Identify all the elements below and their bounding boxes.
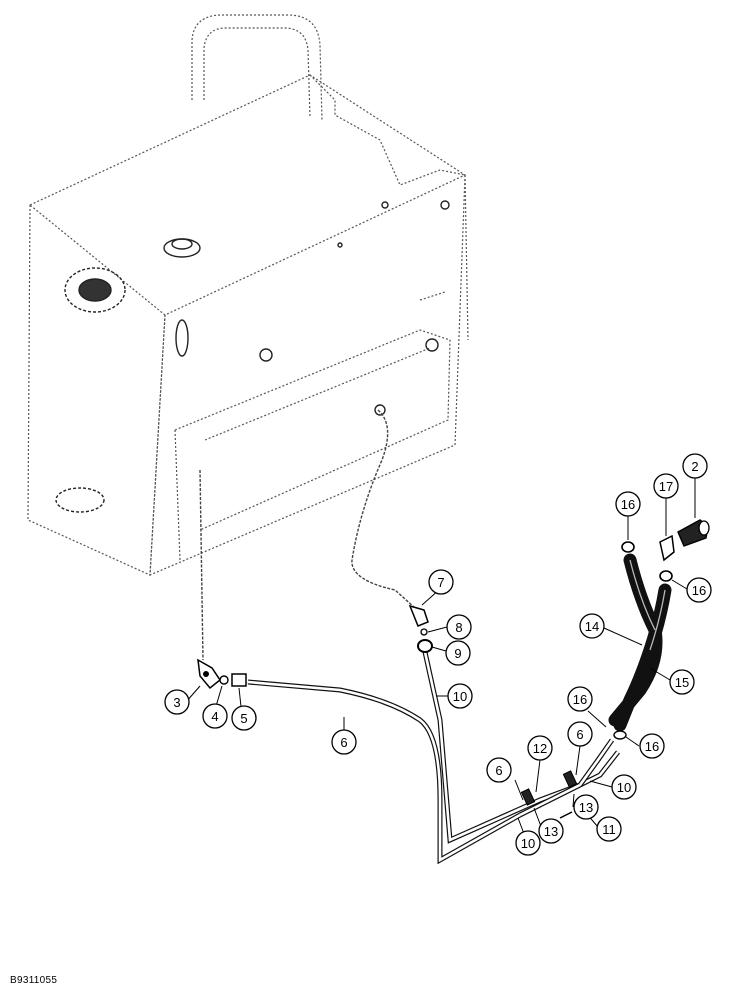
callout-5: 5 <box>231 705 257 731</box>
callout-10: 10 <box>611 774 637 800</box>
callout-10: 10 <box>447 683 473 709</box>
fitting-4 <box>219 675 229 685</box>
callout-label: 13 <box>544 824 558 839</box>
callout-label: 10 <box>453 689 467 704</box>
return-line <box>351 409 416 609</box>
callout-label: 16 <box>692 583 706 598</box>
callout-8: 8 <box>446 614 472 640</box>
callout-16: 16 <box>567 686 593 712</box>
callout-label: 14 <box>585 619 599 634</box>
filler-cap <box>55 200 450 513</box>
nut-9 <box>417 639 433 653</box>
callout-label: 6 <box>495 763 502 778</box>
callout-15: 15 <box>669 669 695 695</box>
fitting-5 <box>231 673 247 687</box>
callout-label: 6 <box>576 727 583 742</box>
fitting-3 <box>197 658 222 690</box>
drain-line <box>199 469 204 661</box>
fitting-16-right <box>659 570 673 582</box>
washer-8 <box>420 628 428 636</box>
callout-label: 4 <box>211 709 218 724</box>
callout-14: 14 <box>579 613 605 639</box>
callout-label: 6 <box>340 735 347 750</box>
callout-label: 13 <box>579 800 593 815</box>
callout-13: 13 <box>573 794 599 820</box>
callout-label: 2 <box>691 459 698 474</box>
callout-label: 3 <box>173 695 180 710</box>
callout-label: 11 <box>602 822 616 837</box>
callout-label: 17 <box>659 479 673 494</box>
callout-6: 6 <box>486 757 512 783</box>
callout-label: 12 <box>533 741 547 756</box>
figure-id: B9311055 <box>10 975 58 986</box>
fitting-16-lower <box>613 730 627 740</box>
callout-12: 12 <box>527 735 553 761</box>
tube-6-left <box>247 679 522 865</box>
engine-block <box>27 14 469 576</box>
callout-10: 10 <box>515 830 541 856</box>
callout-7: 7 <box>428 569 454 595</box>
clamp <box>520 770 578 806</box>
callout-17: 17 <box>653 473 679 499</box>
callout-label: 5 <box>240 711 247 726</box>
callout-2: 2 <box>682 453 708 479</box>
fitting-16-top <box>621 541 635 553</box>
callout-16: 16 <box>615 491 641 517</box>
callout-11: 11 <box>596 816 622 842</box>
callout-6: 6 <box>331 729 357 755</box>
callout-6: 6 <box>567 721 593 747</box>
callout-label: 10 <box>617 780 631 795</box>
elbow-17 <box>659 534 675 562</box>
callout-13: 13 <box>538 818 564 844</box>
callout-label: 10 <box>521 836 535 851</box>
callout-label: 16 <box>573 692 587 707</box>
leader-lines <box>185 478 696 840</box>
callout-label: 8 <box>455 620 462 635</box>
callout-16: 16 <box>639 733 665 759</box>
callout-label: 16 <box>645 739 659 754</box>
callout-label: 15 <box>675 675 689 690</box>
callout-16: 16 <box>686 577 712 603</box>
elbow-7 <box>408 604 429 627</box>
callout-3: 3 <box>164 689 190 715</box>
callout-label: 16 <box>621 497 635 512</box>
callout-9: 9 <box>445 640 471 666</box>
callout-label: 9 <box>454 646 461 661</box>
callout-4: 4 <box>202 703 228 729</box>
fitting-2 <box>677 519 710 547</box>
callout-label: 7 <box>437 575 444 590</box>
